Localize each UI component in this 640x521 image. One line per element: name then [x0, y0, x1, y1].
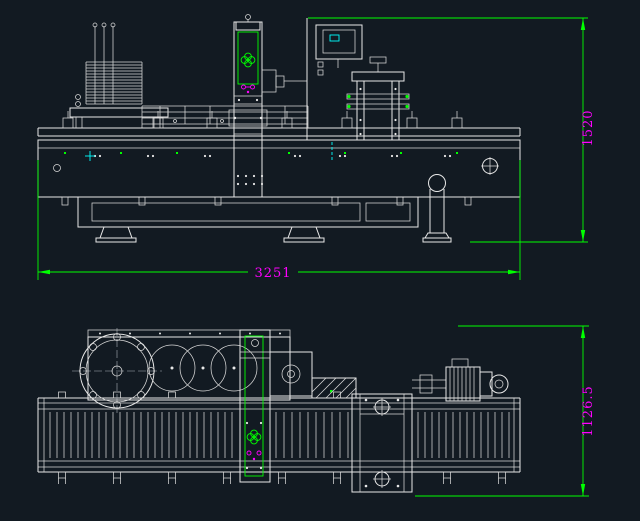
support-cylinder[interactable] [422, 174, 452, 243]
magenta-marker [241, 84, 255, 94]
top-rail[interactable] [37, 111, 521, 137]
dim-text-3251[interactable]: 3251 [254, 266, 291, 281]
green-cross-marker [240, 52, 256, 68]
gearbox[interactable] [269, 351, 313, 397]
drive-motor[interactable] [412, 358, 509, 402]
hmi-screen [322, 29, 356, 54]
end-roller-mark[interactable] [481, 157, 499, 175]
dim-text-1520[interactable]: 1520 [581, 109, 596, 146]
control-panel[interactable] [306, 18, 363, 140]
magenta-marker [246, 450, 262, 461]
machine-front[interactable] [37, 14, 521, 243]
machine-plan[interactable] [37, 328, 521, 493]
infeed-deck[interactable] [141, 105, 309, 128]
plan-column[interactable] [239, 329, 271, 483]
dim-width-3251[interactable]: 3251 [37, 160, 521, 281]
roller-conveyor[interactable] [37, 390, 521, 484]
product-discs[interactable] [87, 329, 291, 401]
front-elevation-view[interactable]: 1520 3251 [37, 14, 596, 282]
dim-text-1126-5[interactable]: 1126.5 [581, 385, 596, 437]
dim-height-1520[interactable]: 1520 [308, 17, 596, 243]
green-cross-marker [246, 429, 262, 445]
panel-button [317, 61, 324, 68]
base-frame[interactable] [77, 196, 419, 228]
hatched-plate[interactable] [311, 377, 357, 399]
column-sensor-frame [237, 31, 259, 85]
top-plan-view[interactable]: 1126.5 [37, 325, 596, 497]
coil-stack[interactable] [69, 22, 169, 128]
machine-feet[interactable] [95, 226, 325, 243]
dim-depth-1126-5[interactable]: 1126.5 [415, 325, 596, 497]
rotary-flange[interactable] [72, 328, 162, 414]
lifting-bracket[interactable] [346, 56, 410, 141]
hmi-screen-window [329, 34, 340, 42]
panel-button [317, 69, 324, 76]
transfer-unit[interactable] [351, 393, 413, 493]
conveyor-body[interactable] [37, 139, 521, 206]
